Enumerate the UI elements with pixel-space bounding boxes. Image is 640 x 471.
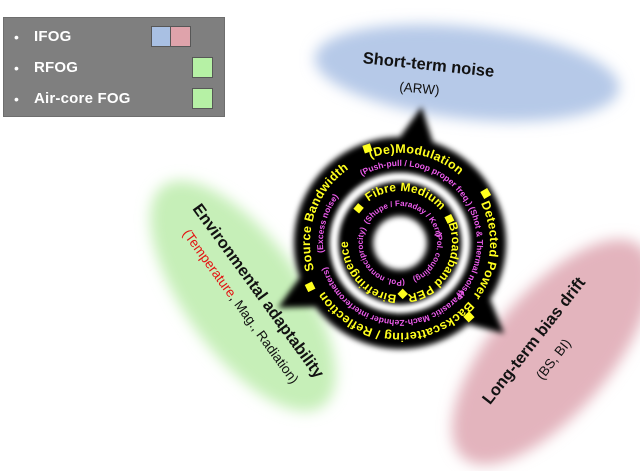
blob-layer — [150, 24, 640, 465]
rfog-green-swatch — [192, 57, 213, 78]
bullet-demodulation — [362, 143, 373, 154]
bullet-fibre-medium-right — [444, 213, 455, 224]
bullet-source-bandwidth — [304, 281, 316, 293]
legend-bullet-ifog: • — [14, 28, 19, 45]
short-term-noise-blob — [314, 24, 620, 122]
legend-row-rfog: • RFOG — [14, 52, 214, 83]
environmental-blob — [150, 180, 336, 412]
arrow-spike-bottom-left — [278, 266, 330, 308]
aircore-green-swatch — [192, 88, 213, 109]
legend-box: • IFOG • RFOG • Air-core FOG — [3, 17, 225, 117]
legend-label-aircore: Air-core FOG — [34, 90, 131, 107]
legend-swatch-group-aircore — [192, 88, 213, 109]
ifog-pink-swatch — [170, 26, 191, 47]
long-term-bias-blob — [452, 239, 640, 465]
bullet-backscattering — [463, 311, 475, 323]
bullet-detected-power — [480, 188, 492, 199]
legend-swatch-group-ifog — [150, 26, 191, 47]
legend-bullet-aircore: • — [14, 90, 19, 107]
arrow-spike-bottom-right — [454, 286, 505, 334]
legend-row-aircore: • Air-core FOG — [14, 83, 214, 114]
legend-bullet-rfog: • — [14, 59, 19, 76]
ifog-blue-swatch — [150, 26, 172, 47]
bullet-fibre-medium-left — [353, 203, 364, 214]
legend-swatch-group-rfog — [192, 57, 213, 78]
legend-label-rfog: RFOG — [34, 59, 79, 76]
legend-row-ifog: • IFOG — [14, 21, 214, 52]
white-center-disc — [373, 216, 427, 270]
white-separator-ring — [329, 172, 471, 314]
arrow-spike-top — [391, 106, 438, 156]
short-term-noise-subtitle: (ARW) — [399, 79, 440, 97]
legend-label-ifog: IFOG — [34, 28, 72, 45]
